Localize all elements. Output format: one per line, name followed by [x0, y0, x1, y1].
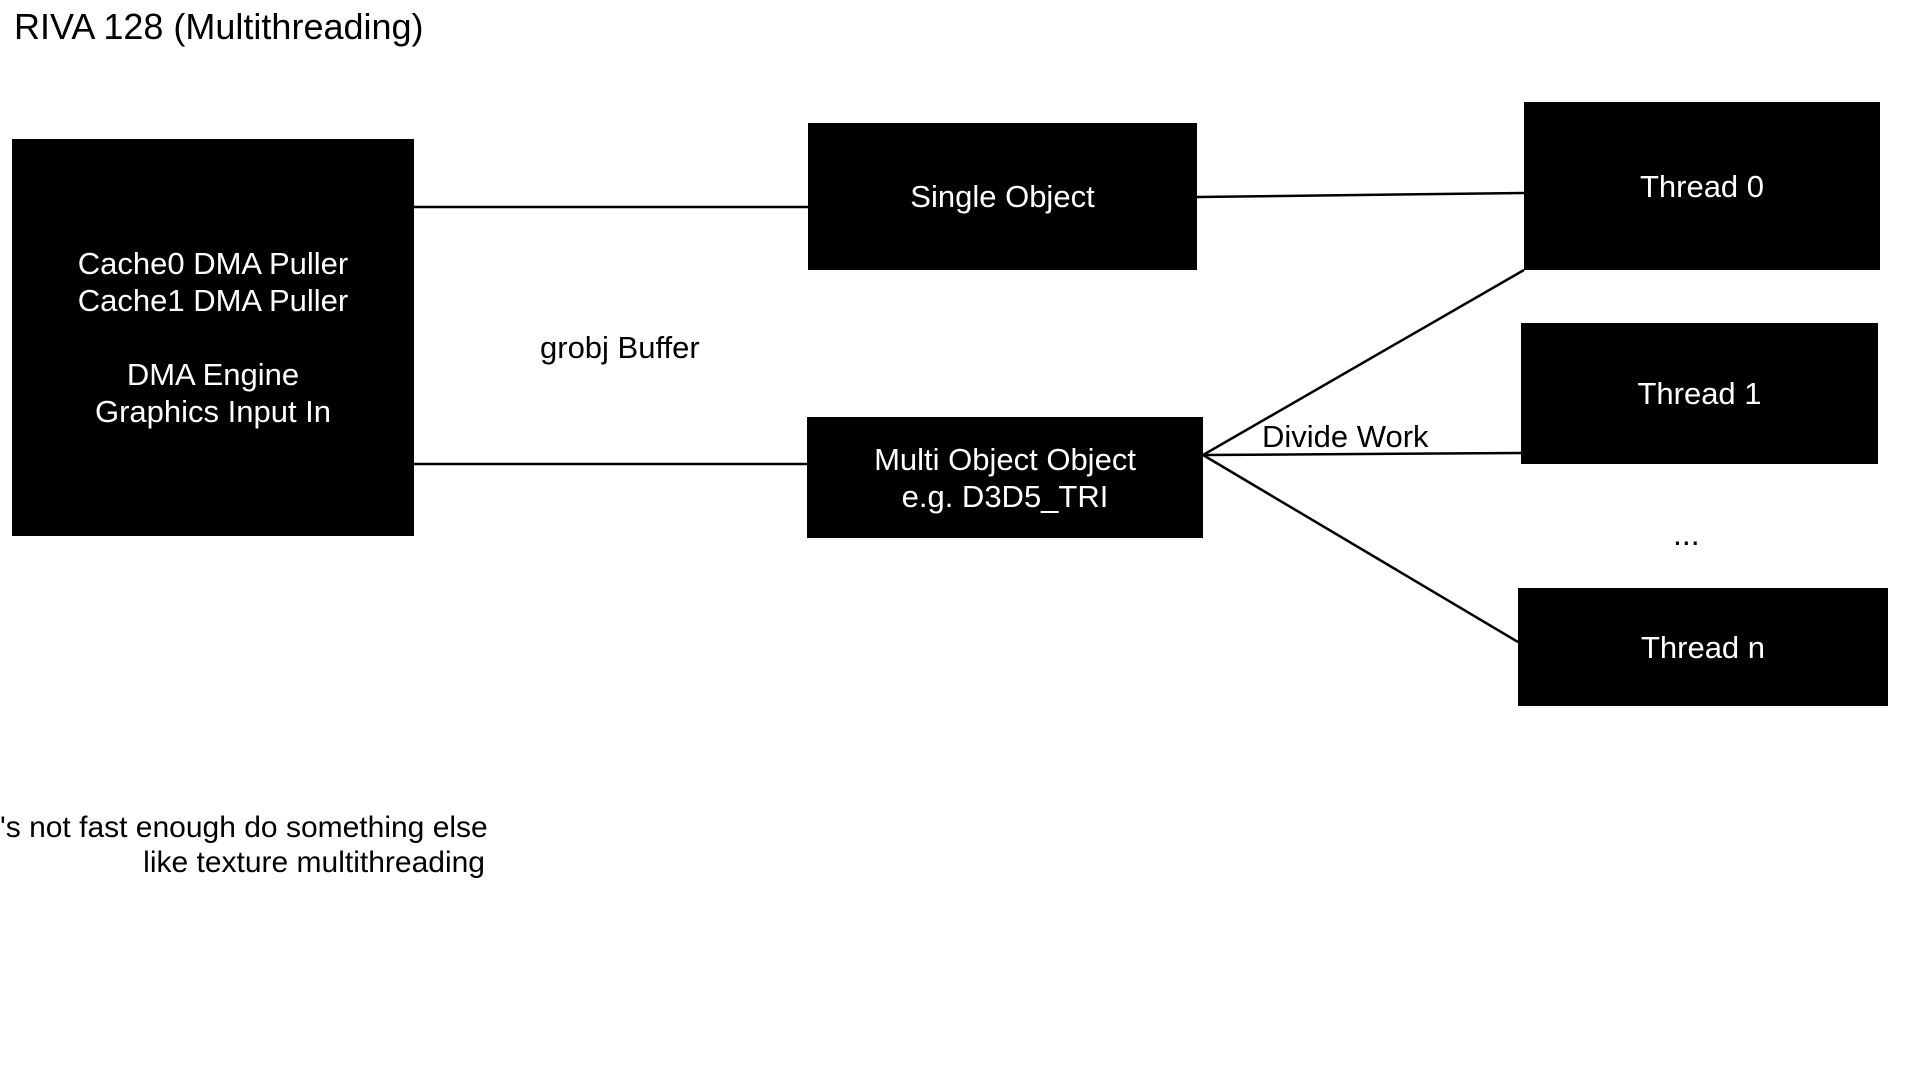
node-dma-line-engine: DMA Engine — [126, 357, 300, 392]
footnote: If it's not fast enough do something els… — [0, 810, 488, 880]
node-single-object: Single Object — [808, 123, 1197, 270]
footnote-line1: If it's not fast enough do something els… — [0, 811, 488, 844]
node-thread-n-label: Thread n — [1640, 629, 1766, 665]
node-single-object-label: Single Object — [910, 179, 1095, 214]
node-dma-engine: Cache0 DMA Puller Cache1 DMA Puller DMA … — [12, 139, 414, 536]
divide-work-label: Divide Work — [1262, 419, 1429, 454]
more-threads-ellipsis: ... — [1673, 516, 1700, 552]
node-dma-line-cache0: Cache0 DMA Puller — [77, 246, 349, 281]
node-dma-line-graphics-input: Graphics Input In — [94, 394, 332, 429]
node-thread-n: Thread n — [1518, 588, 1888, 706]
connector-multi-object-to-thread0 — [1202, 268, 1525, 457]
node-dma-line-cache1: Cache1 DMA Puller — [77, 283, 349, 318]
connector-multi-object-to-threadn — [1202, 453, 1519, 644]
node-thread-0: Thread 0 — [1524, 102, 1880, 270]
node-multi-object: Multi Object Object e.g. D3D5_TRI — [807, 417, 1203, 538]
grobj-buffer-label: grobj Buffer — [540, 330, 700, 365]
node-multi-object-line1: Multi Object Object — [874, 441, 1136, 477]
footnote-line2: like texture multithreading — [143, 846, 485, 879]
connector-single-object-to-thread0 — [1196, 191, 1525, 199]
node-thread-0-label: Thread 0 — [1639, 168, 1765, 204]
connector-multi-object-to-thread1 — [1202, 451, 1522, 457]
node-thread-1-label: Thread 1 — [1637, 376, 1762, 411]
node-multi-object-line2: e.g. D3D5_TRI — [901, 478, 1109, 514]
node-thread-1: Thread 1 — [1521, 323, 1878, 464]
page-title: RIVA 128 (Multithreading) — [14, 6, 424, 47]
